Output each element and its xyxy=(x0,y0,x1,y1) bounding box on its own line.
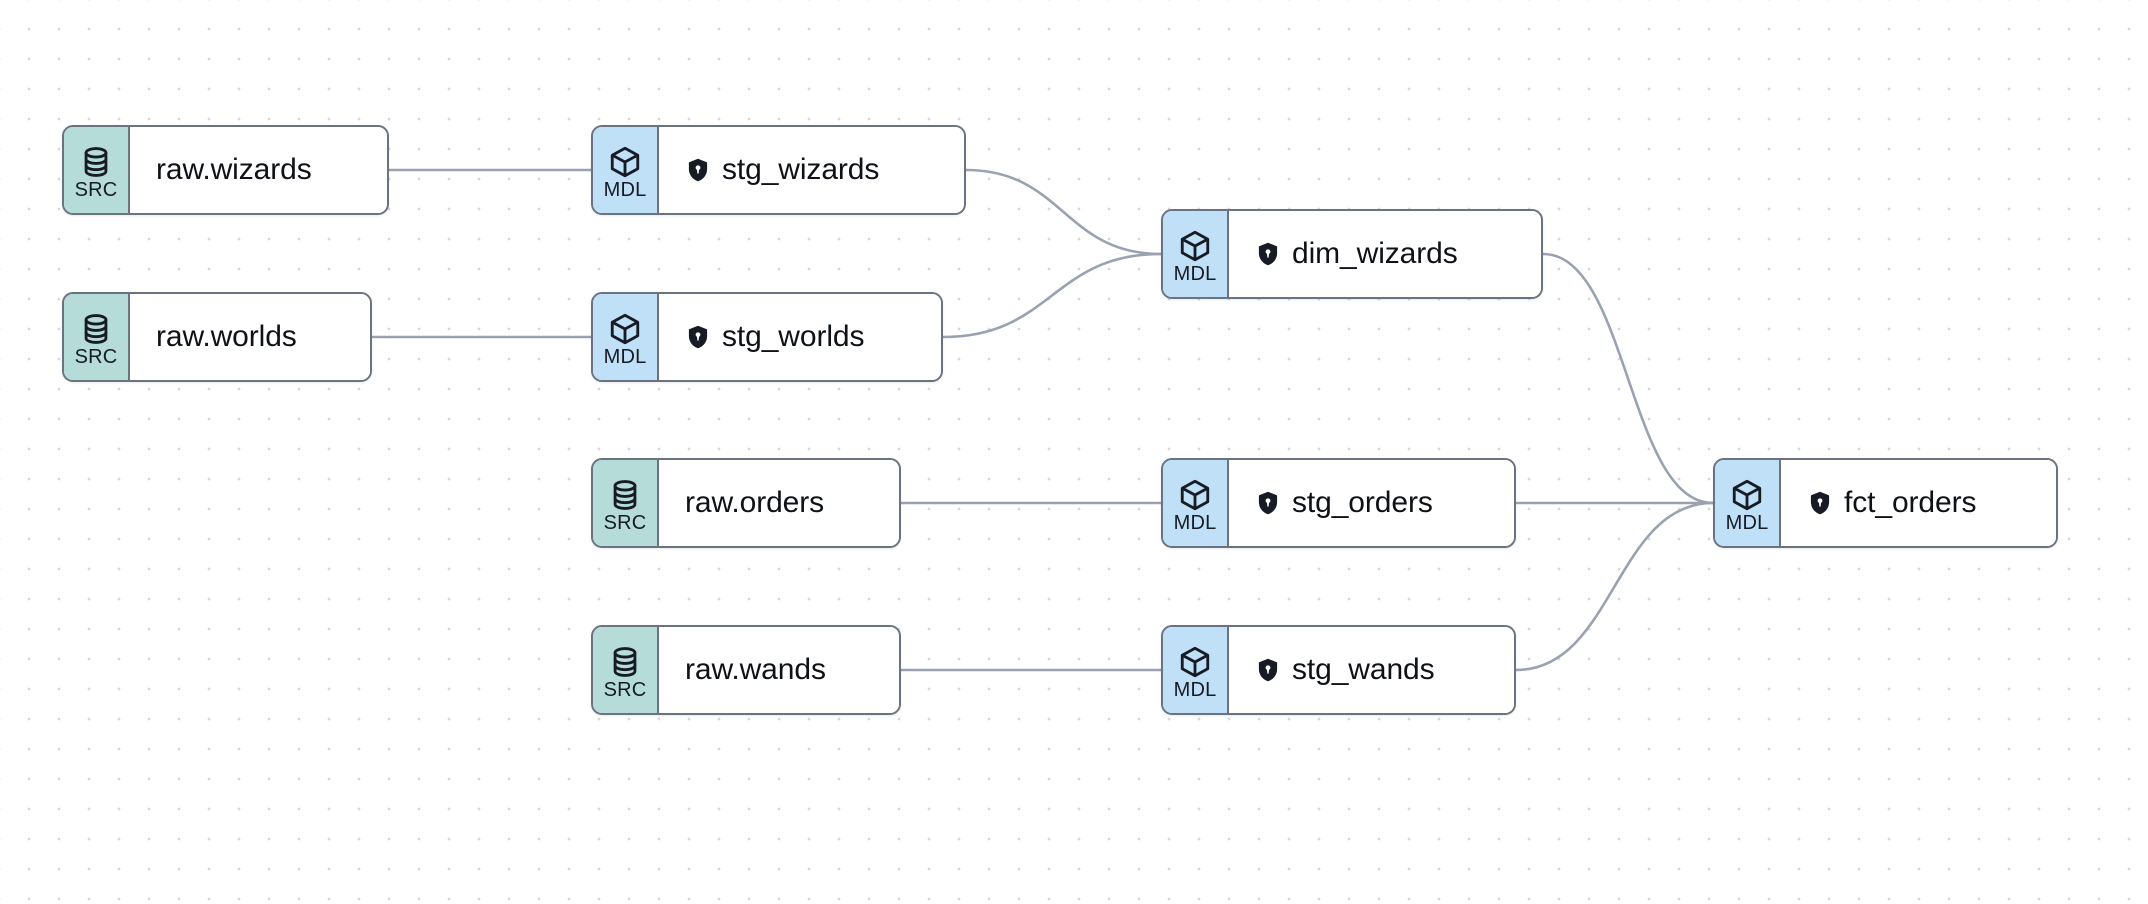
database-icon xyxy=(79,145,113,179)
node-badge-label: MDL xyxy=(1173,678,1217,701)
edge-stg-wizards-to-dim-wizards xyxy=(964,168,1163,256)
edge-dim-wizards-to-fct-orders xyxy=(1541,252,1715,505)
edge-stg-worlds-to-dim-wizards xyxy=(941,252,1163,339)
node-raw-wizards[interactable]: SRC raw.wizards xyxy=(62,125,389,215)
node-badge-label: MDL xyxy=(1173,511,1217,534)
node-label: stg_worlds xyxy=(722,320,865,353)
shield-lock-icon xyxy=(685,157,711,183)
node-badge-mdl: MDL xyxy=(1163,627,1229,713)
node-fct-orders[interactable]: MDL fct_orders xyxy=(1713,458,2058,548)
node-badge-src: SRC xyxy=(593,627,659,713)
cube-icon xyxy=(1178,229,1212,263)
node-label: dim_wizards xyxy=(1292,237,1458,270)
node-raw-worlds[interactable]: SRC raw.worlds xyxy=(62,292,372,382)
node-badge-mdl: MDL xyxy=(593,127,659,213)
node-stg-orders[interactable]: MDL stg_orders xyxy=(1161,458,1516,548)
edge-stg-wands-to-fct-orders xyxy=(1514,501,1715,672)
shield-lock-icon xyxy=(1255,490,1281,516)
node-label: raw.wands xyxy=(685,653,826,686)
node-body: raw.wands xyxy=(659,627,899,713)
node-badge-label: MDL xyxy=(603,345,647,368)
node-badge-label: MDL xyxy=(603,178,647,201)
node-body: stg_orders xyxy=(1229,460,1514,546)
node-badge-src: SRC xyxy=(64,127,130,213)
node-badge-label: SRC xyxy=(74,345,118,368)
node-label: raw.wizards xyxy=(156,153,312,186)
node-body: raw.orders xyxy=(659,460,899,546)
cube-icon xyxy=(1730,478,1764,512)
shield-lock-icon xyxy=(1807,490,1833,516)
node-body: dim_wizards xyxy=(1229,211,1541,297)
node-badge-label: SRC xyxy=(603,678,647,701)
database-icon xyxy=(608,478,642,512)
node-badge-label: SRC xyxy=(74,178,118,201)
node-badge-label: SRC xyxy=(603,511,647,534)
node-badge-src: SRC xyxy=(593,460,659,546)
node-badge-label: MDL xyxy=(1173,262,1217,285)
node-stg-worlds[interactable]: MDL stg_worlds xyxy=(591,292,943,382)
node-badge-mdl: MDL xyxy=(1163,460,1229,546)
node-body: fct_orders xyxy=(1781,460,2056,546)
node-badge-label: MDL xyxy=(1725,511,1769,534)
node-body: stg_wands xyxy=(1229,627,1514,713)
node-raw-orders[interactable]: SRC raw.orders xyxy=(591,458,901,548)
shield-lock-icon xyxy=(1255,241,1281,267)
cube-icon xyxy=(608,312,642,346)
node-body: raw.wizards xyxy=(130,127,387,213)
node-badge-mdl: MDL xyxy=(593,294,659,380)
node-badge-mdl: MDL xyxy=(1715,460,1781,546)
node-dim-wizards[interactable]: MDL dim_wizards xyxy=(1161,209,1543,299)
shield-lock-icon xyxy=(1255,657,1281,683)
node-stg-wizards[interactable]: MDL stg_wizards xyxy=(591,125,966,215)
cube-icon xyxy=(608,145,642,179)
node-badge-mdl: MDL xyxy=(1163,211,1229,297)
node-body: raw.worlds xyxy=(130,294,370,380)
node-raw-wands[interactable]: SRC raw.wands xyxy=(591,625,901,715)
node-body: stg_wizards xyxy=(659,127,964,213)
node-label: fct_orders xyxy=(1844,486,1977,519)
node-label: stg_wands xyxy=(1292,653,1435,686)
node-label: raw.orders xyxy=(685,486,825,519)
shield-lock-icon xyxy=(685,324,711,350)
database-icon xyxy=(79,312,113,346)
node-badge-src: SRC xyxy=(64,294,130,380)
node-label: raw.worlds xyxy=(156,320,297,353)
node-label: stg_wizards xyxy=(722,153,880,186)
database-icon xyxy=(608,645,642,679)
node-stg-wands[interactable]: MDL stg_wands xyxy=(1161,625,1516,715)
node-label: stg_orders xyxy=(1292,486,1433,519)
node-body: stg_worlds xyxy=(659,294,941,380)
cube-icon xyxy=(1178,478,1212,512)
cube-icon xyxy=(1178,645,1212,679)
